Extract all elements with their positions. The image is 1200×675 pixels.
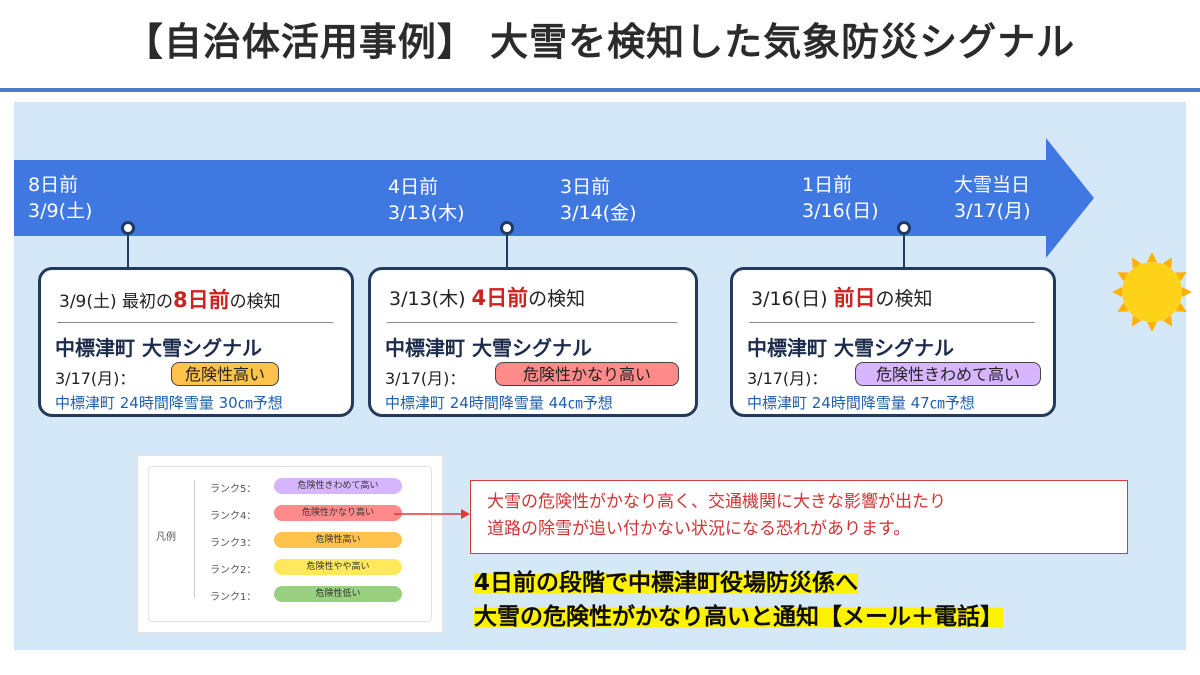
card-snowfall-forecast: 中標津町 24時間降雪量 30㎝予想: [55, 394, 283, 412]
card-target-date: 3/17(月)：: [385, 369, 466, 388]
card-heading-suffix: の検知: [875, 288, 933, 310]
sun-icon: [1112, 252, 1192, 332]
detection-card-1day: 3/16(日) 前日の検知 中標津町 大雪シグナル 3/17(月)： 危険性きわ…: [730, 267, 1056, 417]
legend-rank-label: ランク4：: [210, 511, 257, 522]
legend-rank-label: ランク1：: [210, 592, 257, 603]
card-signal-name: 中標津町 大雪シグナル: [747, 336, 954, 360]
timeline-point-3days: 3日前 3/14(金): [560, 174, 637, 226]
card-heading: 3/9(土) 最初の8日前の検知: [59, 284, 281, 314]
detection-card-8days: 3/9(土) 最初の8日前の検知 中標津町 大雪シグナル 3/17(月)： 危険…: [38, 267, 354, 417]
card-divider: [749, 322, 1035, 323]
timeline-arrow: [14, 138, 1094, 258]
card-signal-name: 中標津町 大雪シグナル: [385, 336, 592, 360]
timeline-days-label: 8日前: [28, 174, 79, 196]
legend-bracket: [194, 480, 203, 598]
legend-risk-pill: 危険性やや高い: [274, 559, 402, 575]
timeline-connector: [506, 235, 508, 267]
risk-explanation-text: 大雪の危険性がかなり高く、交通機関に大きな影響が出たり 道路の除雪が追い付かない…: [487, 489, 946, 543]
legend-rank-label: ランク2：: [210, 565, 257, 576]
card-snowfall-forecast: 中標津町 24時間降雪量 47㎝予想: [747, 394, 975, 412]
timeline-days-label: 1日前: [802, 174, 853, 196]
sun-rays: [1112, 252, 1192, 332]
timeline-point-4days: 4日前 3/13(木): [388, 174, 465, 226]
timeline-date-label: 3/9(土): [28, 200, 93, 222]
legend-risk-pill: 危険性高い: [274, 532, 402, 548]
timeline-connector: [127, 235, 129, 267]
card-heading-lead-time: 前日: [833, 286, 876, 310]
card-heading-date: 3/16(日): [751, 288, 834, 310]
legend-risk-pill: 危険性かなり高い: [274, 505, 402, 521]
timeline-marker-4days: [500, 221, 514, 235]
card-heading-suffix: の検知: [528, 288, 586, 310]
risk-badge: 危険性かなり高い: [495, 362, 679, 386]
timeline-point-1day: 1日前 3/16(日): [802, 172, 879, 224]
risk-explanation-box: 大雪の危険性がかなり高く、交通機関に大きな影響が出たり 道路の除雪が追い付かない…: [470, 480, 1128, 554]
risk-badge: 危険性きわめて高い: [855, 362, 1041, 386]
card-divider: [387, 322, 677, 323]
timeline-days-label: 3日前: [560, 176, 611, 198]
card-heading-lead-time: 4日前: [471, 286, 529, 310]
timeline-arrow-shape: [14, 138, 1094, 258]
card-signal-name: 中標津町 大雪シグナル: [55, 336, 262, 360]
page-title: 【自治体活用事例】 大雪を検知した気象防災シグナル: [124, 20, 1076, 64]
legend-title: 凡例: [156, 532, 176, 543]
timeline-date-label: 3/16(日): [802, 200, 879, 222]
card-target-date: 3/17(月)：: [55, 369, 136, 388]
legend-rank-label: ランク5：: [210, 484, 257, 495]
card-heading: 3/16(日) 前日の検知: [751, 282, 933, 312]
risk-explanation-line: 道路の除雪が追い付かない状況になる恐れがあります。: [487, 519, 911, 539]
legend-frame: [148, 466, 432, 622]
title-divider: [0, 88, 1200, 92]
legend-rank-label: ランク3：: [210, 538, 257, 549]
card-heading-date: 3/13(木): [389, 288, 472, 310]
timeline-date-label: 3/14(金): [560, 202, 637, 224]
card-heading-lead-time: 8日前: [173, 288, 230, 312]
timeline-marker-1day: [897, 221, 911, 235]
card-divider: [57, 322, 333, 323]
card-heading: 3/13(木) 4日前の検知: [389, 282, 585, 312]
timeline-days-label: 4日前: [388, 176, 439, 198]
timeline-marker-8days: [121, 221, 135, 235]
legend-panel: 凡例 ランク5： 危険性きわめて高い ランク4： 危険性かなり高い ランク3： …: [138, 456, 442, 632]
card-snowfall-forecast: 中標津町 24時間降雪量 44㎝予想: [385, 394, 613, 412]
summary-line: 大雪の危険性がかなり高いと通知【メール＋電話】: [474, 604, 1003, 630]
risk-explanation-line: 大雪の危険性がかなり高く、交通機関に大きな影響が出たり: [487, 492, 946, 512]
card-target-date: 3/17(月)：: [747, 369, 828, 388]
timeline-days-label: 大雪当日: [954, 174, 1031, 196]
legend-risk-pill: 危険性きわめて高い: [274, 478, 402, 494]
notification-summary: 4日前の段階で中標津町役場防災係へ 大雪の危険性がかなり高いと通知【メール＋電話…: [474, 566, 1003, 634]
timeline-point-day-of: 大雪当日 3/17(月): [954, 172, 1031, 224]
timeline-point-8days: 8日前 3/9(土): [28, 172, 92, 224]
content-panel: 8日前 3/9(土) 4日前 3/13(木) 3日前 3/14(金) 1日前 3…: [14, 102, 1192, 650]
detection-card-4days: 3/13(木) 4日前の検知 中標津町 大雪シグナル 3/17(月)： 危険性か…: [368, 267, 698, 417]
timeline-date-label: 3/17(月): [954, 200, 1031, 222]
card-heading-date: 3/9(土) 最初の: [59, 292, 174, 312]
risk-badge: 危険性高い: [171, 362, 279, 386]
timeline-date-label: 3/13(木): [388, 202, 465, 224]
summary-line: 4日前の段階で中標津町役場防災係へ: [474, 570, 859, 596]
timeline-connector: [903, 235, 905, 267]
sun-core: [1122, 262, 1182, 322]
legend-risk-pill: 危険性低い: [274, 586, 402, 602]
card-heading-suffix: の検知: [229, 292, 281, 312]
connector-arrowhead: [461, 509, 470, 519]
